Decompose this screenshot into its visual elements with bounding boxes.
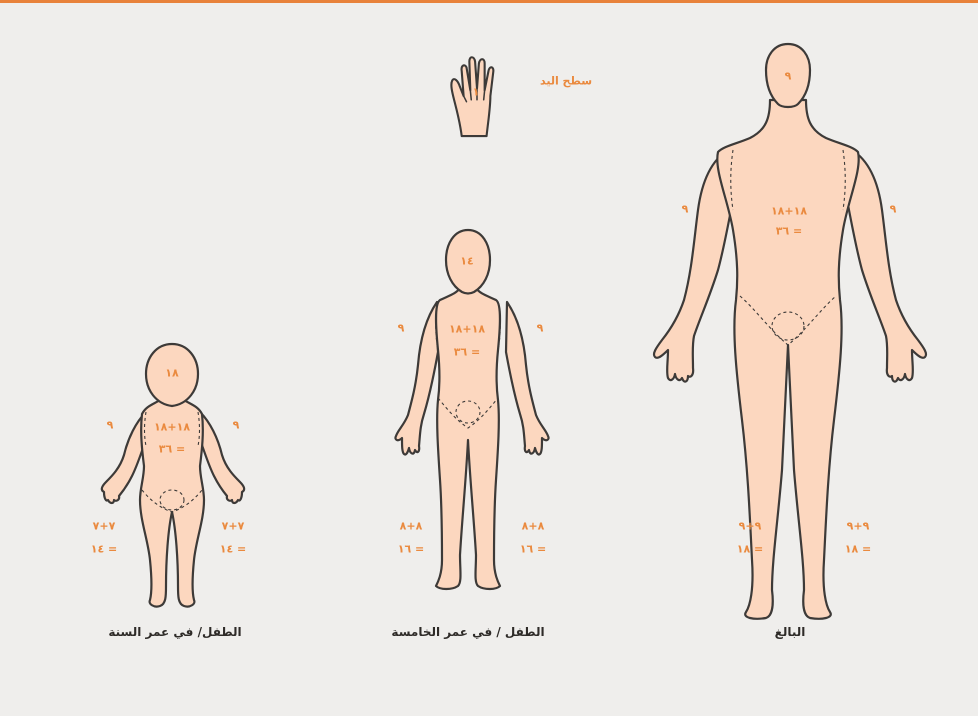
- adult-right-leg-total: = ١٨: [845, 543, 871, 556]
- child5-trunk-sum: ١٨+١٨: [449, 323, 485, 336]
- adult-left-leg-sum: ٩+٩: [739, 520, 762, 533]
- child5-right-leg-total: = ١٦: [520, 543, 546, 556]
- child1-right-leg-total: = ١٤: [220, 543, 246, 556]
- adult-head-value: ٩: [785, 70, 792, 83]
- child1-caption: الطفل/ في عمر السنة: [108, 625, 241, 639]
- adult-figure: [654, 44, 926, 619]
- child1-figure: [102, 344, 244, 607]
- child5-left-leg-sum: ٨+٨: [400, 520, 423, 533]
- adult-caption: البالغ: [775, 625, 806, 639]
- child1-left-leg-sum: ٧+٧: [93, 520, 116, 533]
- child5-right-leg-sum: ٨+٨: [522, 520, 545, 533]
- child5-right-arm-value: ٩: [537, 322, 544, 335]
- child1-left-leg-total: = ١٤: [91, 543, 117, 556]
- adult-right-arm-value: ٩: [890, 203, 897, 216]
- adult-trunk-total: = ٣٦: [776, 225, 802, 238]
- child1-head-value: ١٨: [165, 367, 178, 380]
- child5-trunk-total: = ٣٦: [454, 346, 480, 359]
- child5-left-leg-total: = ١٦: [398, 543, 424, 556]
- hand-surface-label: سطح اليد: [540, 75, 592, 88]
- child5-head-value: ١٤: [460, 255, 473, 268]
- child5-caption: الطفل / في عمر الخامسة: [391, 625, 544, 639]
- adult-left-arm-value: ٩: [682, 203, 689, 216]
- child5-left-arm-value: ٩: [398, 322, 405, 335]
- hand-value: ١: [473, 86, 480, 99]
- child1-trunk-sum: ١٨+١٨: [154, 421, 190, 434]
- child5-figure: [395, 230, 548, 589]
- adult-trunk-sum: ١٨+١٨: [771, 205, 807, 218]
- adult-right-leg-sum: ٩+٩: [847, 520, 870, 533]
- child1-right-leg-sum: ٧+٧: [222, 520, 245, 533]
- adult-left-leg-total: = ١٨: [737, 543, 763, 556]
- child1-left-arm-value: ٩: [107, 419, 114, 432]
- child1-right-arm-value: ٩: [233, 419, 240, 432]
- child1-trunk-total: = ٣٦: [159, 443, 185, 456]
